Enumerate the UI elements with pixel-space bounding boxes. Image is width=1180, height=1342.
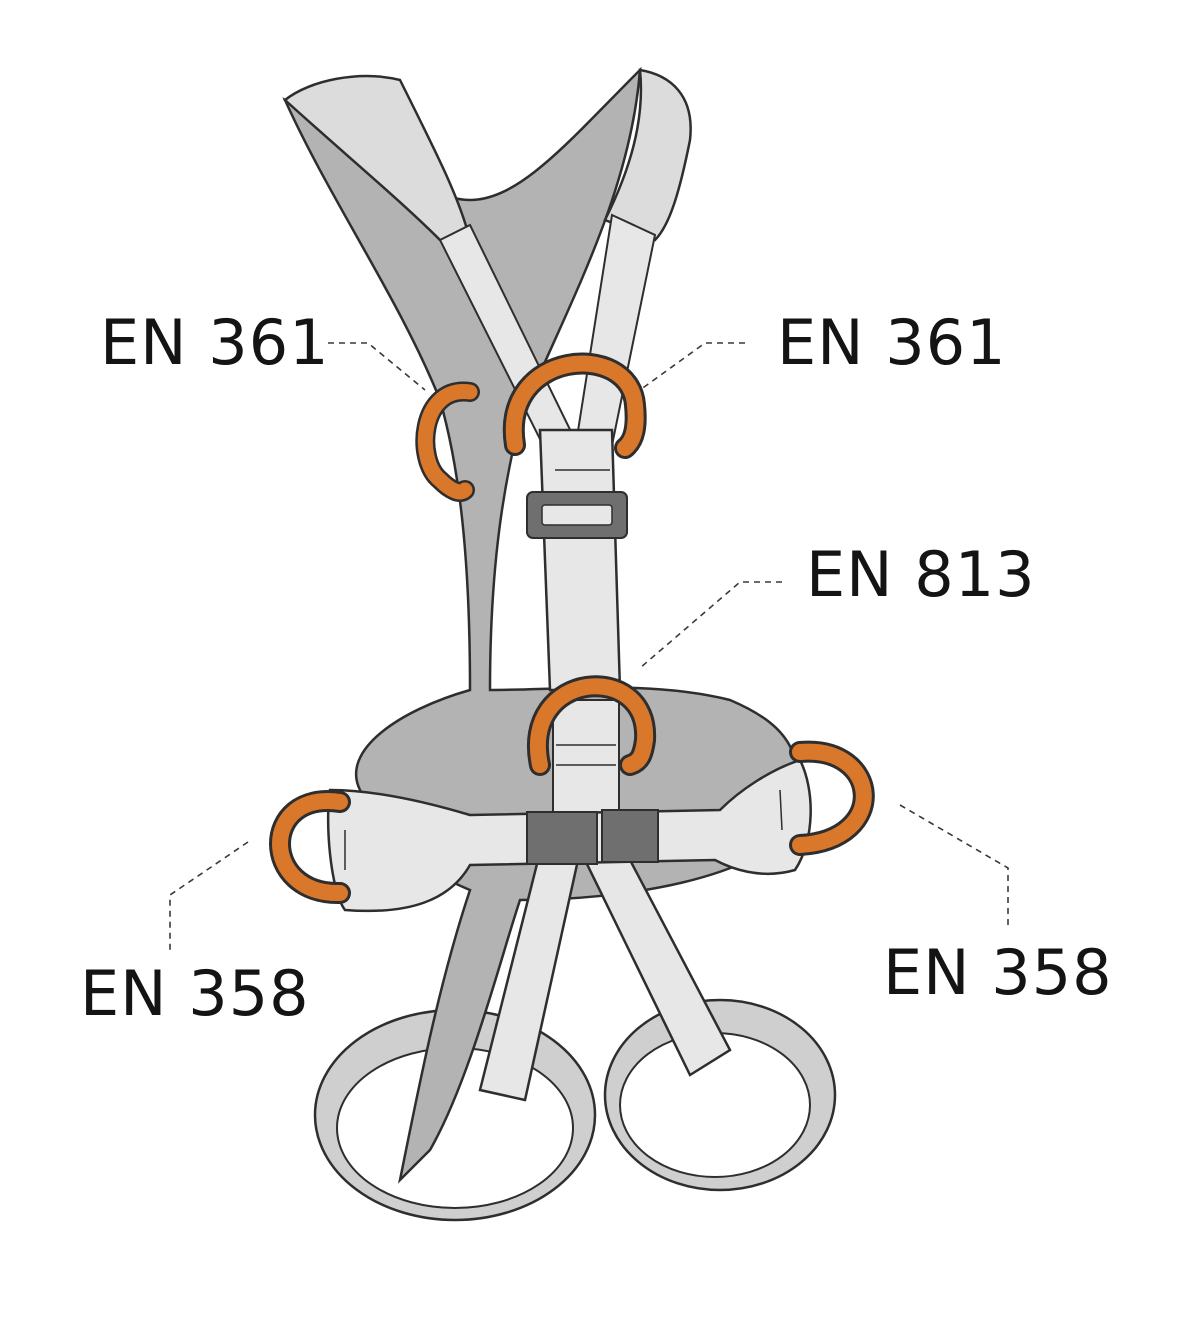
label-middle-en813: EN 813 [806, 538, 1036, 611]
label-lower-right-en358: EN 358 [883, 936, 1113, 1009]
back-padding [282, 66, 802, 1184]
leader-line-middle [639, 581, 782, 669]
right-shoulder-strap [603, 68, 692, 242]
sternal-d-ring [502, 352, 647, 459]
right-leg-loop [603, 998, 837, 1192]
label-upper-left-en361: EN 361 [100, 306, 330, 379]
leader-lines [169, 342, 1009, 950]
front-strap-lower [552, 699, 620, 821]
belt-buckle [526, 809, 659, 865]
label-lower-left-en358: EN 358 [80, 957, 310, 1030]
leader-line-upper-left [328, 342, 426, 391]
leader-line-lower-right [899, 804, 1009, 925]
left-side-d-ring [269, 790, 351, 905]
left-shoulder-strap [283, 74, 472, 242]
upper-left-d-ring [415, 381, 480, 502]
leader-line-lower-left [169, 841, 249, 950]
ventral-d-ring [527, 675, 657, 776]
right-side-d-ring [789, 740, 875, 856]
chest-buckle [526, 491, 628, 539]
front-strap [538, 428, 622, 692]
leader-line-upper-right [639, 342, 745, 391]
label-upper-right-en361: EN 361 [777, 306, 1007, 379]
